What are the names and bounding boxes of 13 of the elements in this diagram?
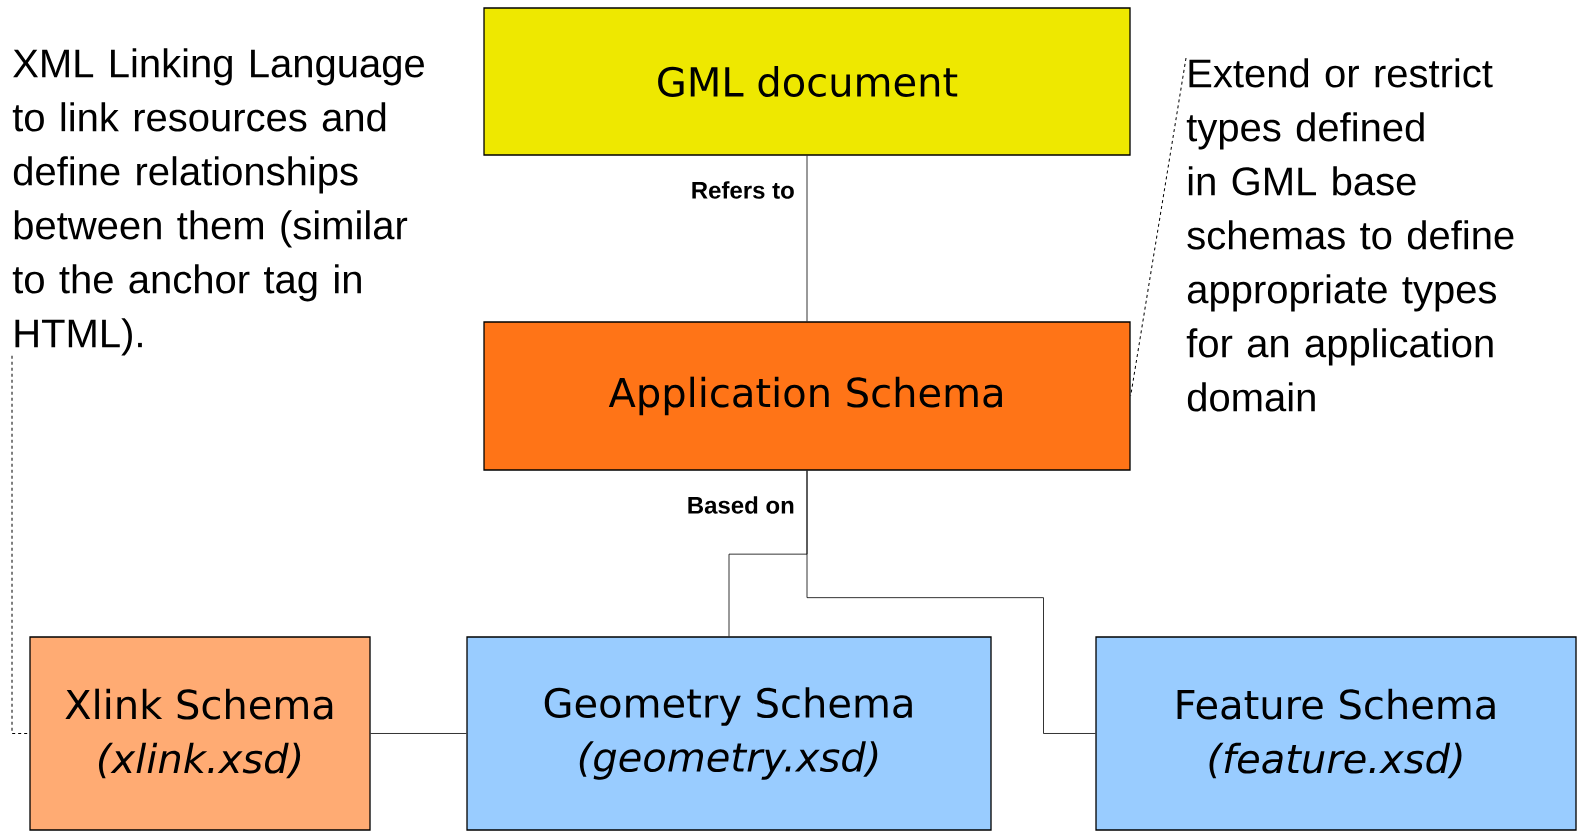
- schema-box: Geometry Schema (geometry.xsd): [466, 636, 992, 831]
- note-text: XML Linking Language to link resources and define relationships between them (similar to the anchor tag in HTML).: [12, 48, 424, 356]
- schema-box: Xlink Schema (xlink.xsd): [29, 636, 371, 831]
- schema-box: GML document: [483, 7, 1131, 156]
- connector-line: [806, 155, 808, 322]
- connector-line: [370, 733, 467, 734]
- note-text: Extend or restrict types defined in GML base schemas to define appropriate types for an application domain: [1186, 58, 1514, 412]
- edge-label: Refers to: [688, 179, 797, 201]
- leader-line: [1130, 57, 1187, 397]
- schema-box: Feature Schema (feature.xsd): [1095, 636, 1577, 831]
- edge-label: Based on: [684, 494, 797, 516]
- schema-box: Application Schema: [483, 321, 1131, 471]
- connector-line: [806, 470, 1096, 734]
